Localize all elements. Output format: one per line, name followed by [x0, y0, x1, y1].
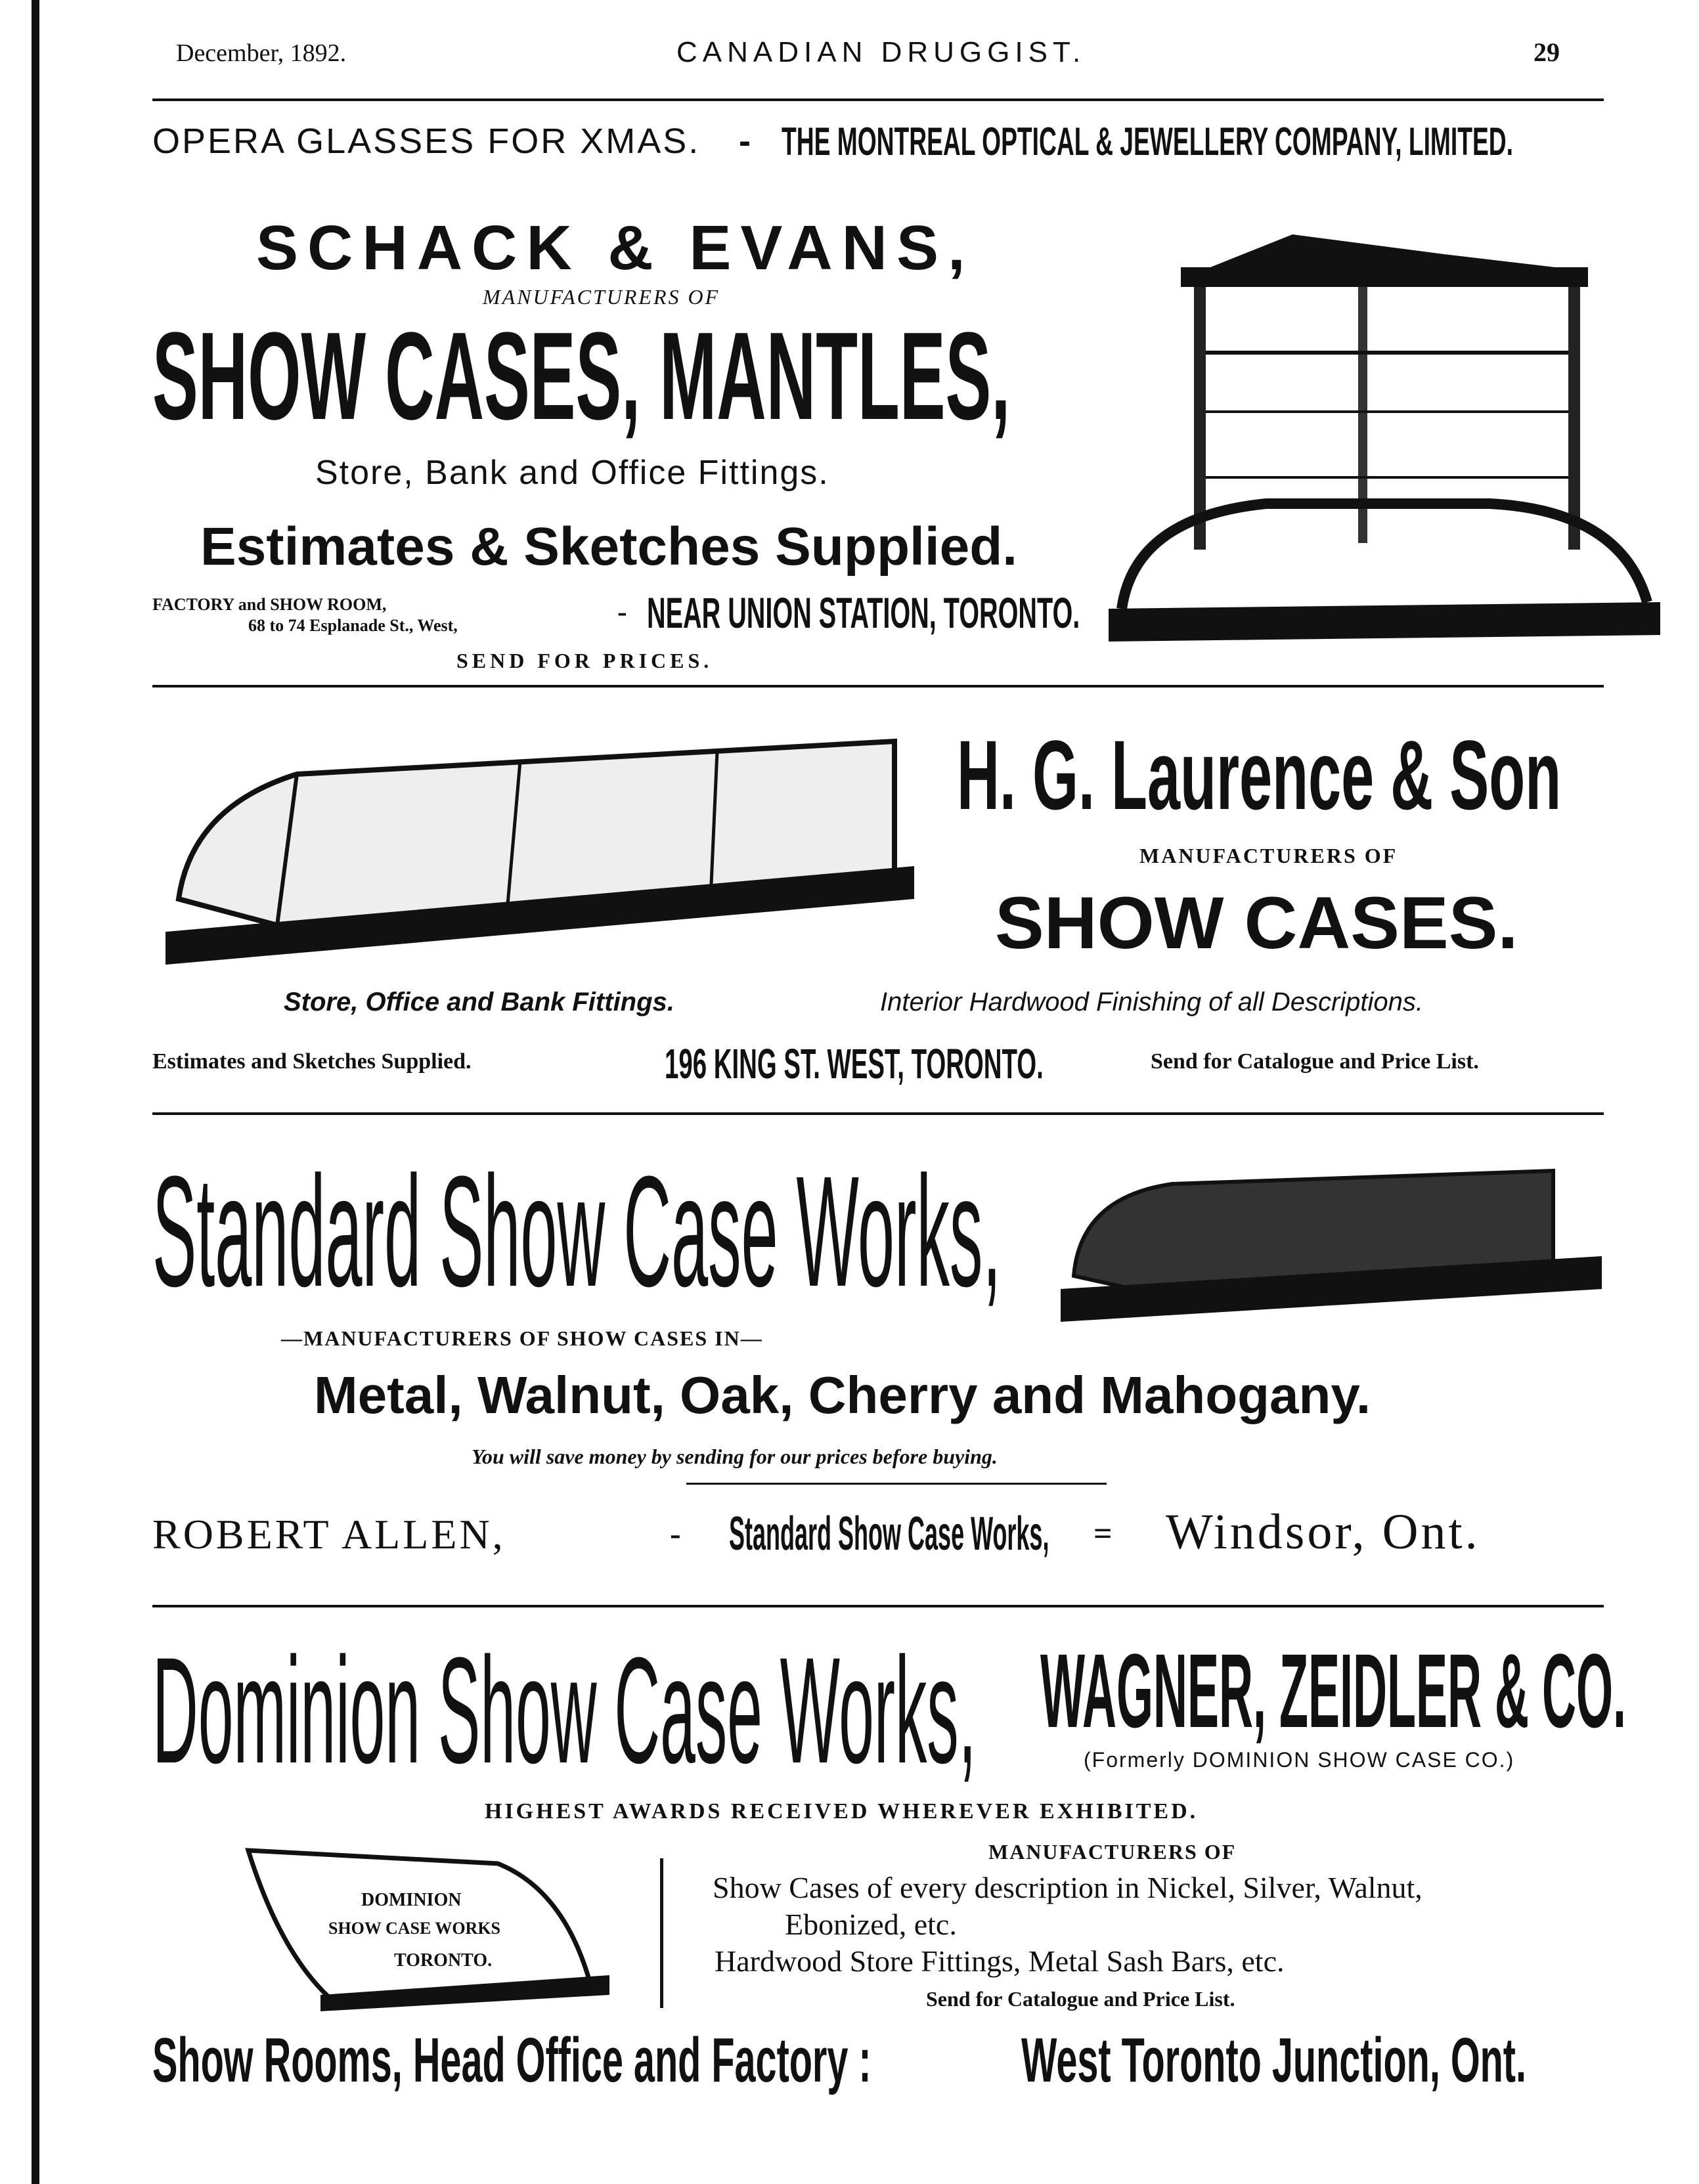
schack-fittings: Store, Bank and Office Fittings.: [315, 454, 829, 492]
curved-showcase-illustration: [165, 738, 914, 965]
short-divider: [686, 1483, 1107, 1485]
laurence-send: Send for Catalogue and Price List.: [1151, 1049, 1479, 1074]
issue-date: December, 1892.: [176, 39, 347, 67]
schack-factory-line2: 68 to 74 Esplanade St., West,: [248, 616, 458, 635]
column-divider: [660, 1858, 663, 2008]
laurence-address: 196 KING ST. WEST, TORONTO.: [665, 1040, 1044, 1087]
schack-headline: SHOW CASES, MANTLES,: [152, 307, 1011, 446]
dominion-send: Send for Catalogue and Price List.: [926, 1987, 1235, 2011]
page-number: 29: [1534, 37, 1560, 67]
standard-manufacturers: —MANUFACTURERS OF SHOW CASES IN—: [281, 1326, 763, 1350]
banner-left: OPERA GLASSES FOR XMAS.: [152, 121, 701, 161]
case-lettering-1: DOMINION: [361, 1890, 462, 1910]
dominion-name: Dominion Show Case Works,: [152, 1626, 977, 1795]
dominion-awards: HIGHEST AWARDS RECEIVED WHEREVER EXHIBIT…: [485, 1799, 1199, 1824]
case-lettering-2: SHOW CASE WORKS: [328, 1919, 501, 1938]
divider: [152, 1112, 1604, 1115]
laurence-headline: SHOW CASES.: [995, 882, 1518, 964]
page-edge-bar: [32, 0, 39, 2184]
schack-send-prices: SEND FOR PRICES.: [456, 649, 713, 672]
counter-showcase-illustration: [1061, 1168, 1602, 1322]
schack-factory-line1: FACTORY and SHOW ROOM,: [152, 595, 387, 614]
standard-city: Windsor, Ont.: [1166, 1504, 1480, 1560]
dominion-formerly: (Formerly DOMINION SHOW CASE CO.): [1084, 1748, 1515, 1772]
schack-location: NEAR UNION STATION, TORONTO.: [647, 588, 1080, 637]
standard-save: You will save money by sending for our p…: [472, 1445, 998, 1468]
schack-manufacturers-of: MANUFACTURERS OF: [483, 285, 720, 309]
laurence-manufacturers-of: MANUFACTURERS OF: [1139, 844, 1398, 867]
standard-sep1: -: [670, 1515, 681, 1552]
dominion-firm: WAGNER, ZEIDLER & CO.: [1040, 1632, 1627, 1749]
showcase-cabinet-illustration: [1109, 234, 1660, 642]
schack-name: SCHACK & EVANS,: [256, 213, 975, 283]
laurence-estimates: Estimates and Sketches Supplied.: [152, 1049, 472, 1074]
schack-sep: -: [617, 596, 627, 628]
laurence-fittings: Store, Office and Bank Fittings.: [284, 988, 674, 1016]
divider: [152, 685, 1604, 688]
laurence-name: H. G. Laurence & Son: [957, 720, 1562, 830]
dominion-showcase-illustration: [245, 1848, 609, 2011]
dominion-line1: Show Cases of every description in Nicke…: [713, 1871, 1423, 1904]
divider: [152, 98, 1604, 101]
standard-proprietor: ROBERT ALLEN,: [152, 1511, 506, 1558]
dominion-line2: Ebonized, etc.: [785, 1908, 957, 1941]
standard-woods: Metal, Walnut, Oak, Cherry and Mahogany.: [314, 1366, 1371, 1424]
dominion-line3: Hardwood Store Fittings, Metal Sash Bars…: [715, 1944, 1285, 1978]
case-lettering-3: TORONTO.: [394, 1950, 493, 1971]
banner-sep: -: [739, 121, 751, 161]
divider: [152, 1605, 1604, 1607]
standard-works: Standard Show Case Works,: [729, 1508, 1049, 1560]
journal-title: CANADIAN DRUGGIST.: [676, 36, 1086, 68]
standard-sep2: =: [1093, 1515, 1113, 1552]
dominion-footer-right: West Toronto Junction, Ont.: [1021, 2025, 1526, 2095]
dominion-manufacturers-of: MANUFACTURERS OF: [988, 1840, 1237, 1864]
dominion-footer-left: Show Rooms, Head Office and Factory :: [152, 2025, 872, 2095]
standard-name: Standard Show Case Works,: [152, 1143, 1002, 1319]
laurence-interior: Interior Hardwood Finishing of all Descr…: [880, 988, 1424, 1016]
schack-estimates: Estimates & Sketches Supplied.: [200, 517, 1018, 577]
banner-right: THE MONTREAL OPTICAL & JEWELLERY COMPANY…: [782, 120, 1513, 164]
